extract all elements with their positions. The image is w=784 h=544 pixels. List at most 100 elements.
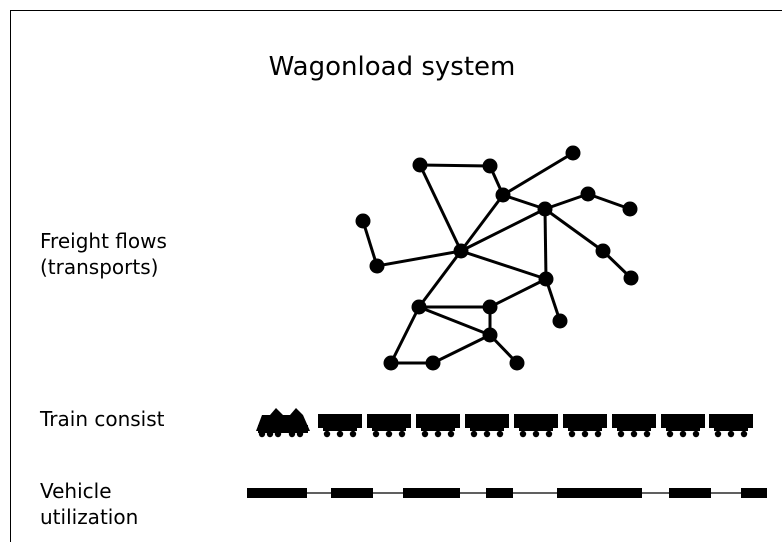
wagon-icon [709,414,753,438]
network-node [509,355,525,371]
wagon-underframe [421,426,455,431]
network-node [580,186,596,202]
locomotive-icon [256,408,310,438]
wagon-wheel [470,430,478,438]
wagon-wheel [643,430,651,438]
wagon-wheel [385,430,393,438]
wagon-underframe [617,426,651,431]
wagon-underframe [323,426,357,431]
network-edge [502,151,574,197]
wagon-wheel [545,430,553,438]
network-edge [544,192,589,211]
network-node [595,243,611,259]
wagon-wheel [679,430,687,438]
wagon-body [514,414,558,428]
utilization-segment [557,488,642,498]
locomotive-frame [258,425,308,433]
network-node [482,158,498,174]
wagon-underframe [568,426,602,431]
wagon-wheel [519,430,527,438]
wagon-wheel [594,430,602,438]
utilization-segment [403,488,460,498]
network-node [355,213,371,229]
wagon-wheel [714,430,722,438]
network-edge [419,163,491,168]
wagon-underframe [666,426,700,431]
locomotive-wheel [274,430,282,438]
wagon-wheel [532,430,540,438]
network-node [622,201,638,217]
train-consist [256,408,753,438]
wagon-underframe [714,426,748,431]
utilization-segment [486,488,513,498]
vehicle-utilization-bar [247,488,767,498]
utilization-segment [331,488,373,498]
utilization-segment [741,488,767,498]
wagon-icon [318,414,362,438]
network-edge [460,207,546,253]
wagon-body [367,414,411,428]
wagon-wheel [349,430,357,438]
network-node [538,271,554,287]
train-consist-label-text: Train consist [40,407,165,431]
network-edge [489,277,547,309]
wagon-body [661,414,705,428]
wagon-wheel [666,430,674,438]
utilization-segment [247,488,307,498]
wagon-body [318,414,362,428]
network-node [565,145,581,161]
wagon-underframe [470,426,504,431]
locomotive-wheel [288,430,296,438]
wagon-wheel [496,430,504,438]
network-node [383,355,399,371]
wagon-body [563,414,607,428]
network-edge [543,208,548,280]
train-consist-label: Train consist [40,406,165,432]
wagon-wheel [336,430,344,438]
network-edge [376,249,462,268]
network-node [537,201,553,217]
wagon-wheel [617,430,625,438]
network-node [482,327,498,343]
freight-flows-label-line-1: Freight flows [40,229,167,253]
locomotive-wheel [296,430,304,438]
wagon-wheel [372,430,380,438]
wagon-underframe [372,426,406,431]
network-edge [418,164,463,252]
wagon-wheel [630,430,638,438]
wagon-wheel [447,430,455,438]
network-edge [544,207,604,253]
vehicle-utilization-label-line-2: utilization [40,505,139,529]
wagon-wheel [740,430,748,438]
wagon-wheel [568,430,576,438]
network-node [482,299,498,315]
vehicle-utilization-label: Vehicle utilization [40,478,138,530]
network-node [369,258,385,274]
wagon-icon [612,414,656,438]
wagon-icon [465,414,509,438]
wagon-wheel [692,430,700,438]
network-edge [361,220,379,267]
diagram-title: Wagonload system [268,52,516,82]
network-edge [432,333,491,365]
network-node [411,299,427,315]
utilization-segment [669,488,711,498]
wagon-icon [367,414,411,438]
wagon-icon [416,414,460,438]
network-node [495,187,511,203]
wagon-wheel [727,430,735,438]
wagon-wheel [323,430,331,438]
wagon-icon [514,414,558,438]
freight-network [355,145,639,371]
wagon-wheel [581,430,589,438]
wagon-body [612,414,656,428]
wagon-icon [563,414,607,438]
wagon-body [416,414,460,428]
diagram-frame [10,10,782,542]
wagon-wheel [421,430,429,438]
network-edge [389,306,421,364]
wagon-wheel [434,430,442,438]
wagon-icon [661,414,705,438]
wagon-wheel [398,430,406,438]
